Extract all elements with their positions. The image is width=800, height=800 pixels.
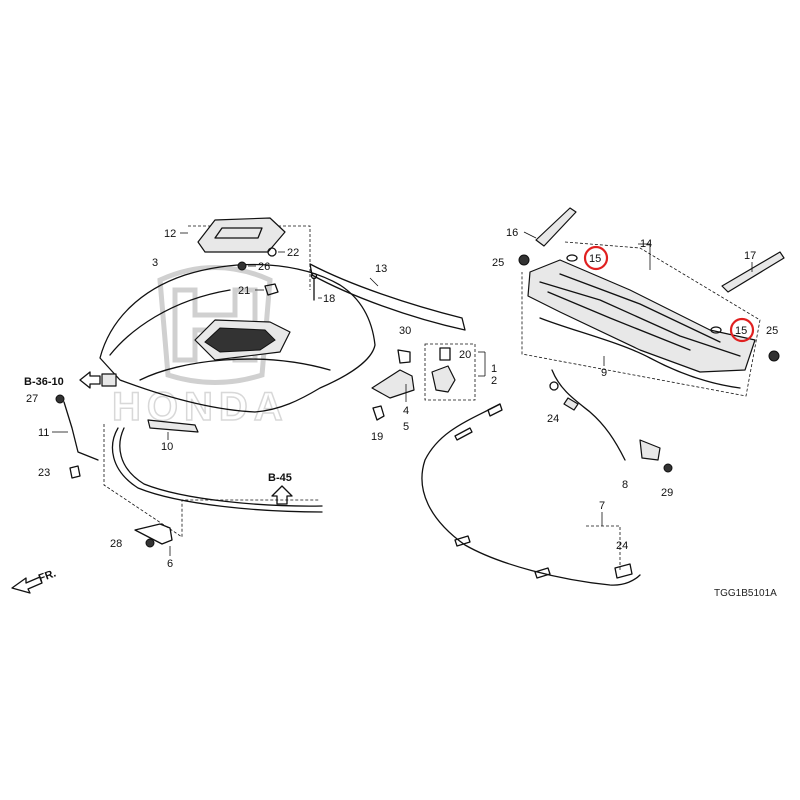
callout-21: 21 bbox=[238, 285, 250, 297]
callout-27: 27 bbox=[26, 393, 38, 405]
cowl-side-seal-16 bbox=[523, 207, 577, 247]
hood-seal-13 bbox=[309, 263, 466, 331]
clip-26-icon bbox=[237, 261, 247, 271]
bolt-20-icon bbox=[439, 347, 451, 361]
clip-25-right-icon bbox=[768, 350, 780, 362]
callout-17: 17 bbox=[744, 250, 756, 262]
callout-30: 30 bbox=[399, 325, 411, 337]
nut-29-icon bbox=[663, 463, 673, 473]
callout-12: 12 bbox=[164, 228, 176, 240]
callout-20: 20 bbox=[459, 349, 471, 361]
callout-28: 28 bbox=[110, 538, 122, 550]
hood-latch-group bbox=[371, 349, 415, 421]
front-direction-label: FR. bbox=[37, 567, 58, 584]
nut-21-icon bbox=[264, 283, 279, 296]
ref-label-b45: B-45 bbox=[268, 472, 292, 484]
callout-6: 6 bbox=[167, 558, 173, 570]
hood-support-rod-11 bbox=[52, 373, 117, 479]
callout-22: 22 bbox=[287, 247, 299, 259]
hood-latch-1-2 bbox=[424, 343, 486, 401]
callout-16: 16 bbox=[506, 227, 518, 239]
callout-24-upper: 24 bbox=[547, 413, 559, 425]
diagram-code: TGG1B5101A bbox=[714, 588, 777, 599]
honda-watermark-logo: HONDA bbox=[111, 265, 289, 430]
ref-arrow-b3610 bbox=[79, 371, 101, 389]
clip-23-icon bbox=[69, 465, 81, 479]
svg-text:HONDA: HONDA bbox=[112, 385, 289, 429]
callout-15-lower: 15 bbox=[735, 325, 747, 337]
callout-5: 5 bbox=[403, 421, 409, 433]
callout-19: 19 bbox=[371, 431, 383, 443]
hood-panel bbox=[99, 263, 376, 413]
clip-27-icon bbox=[55, 394, 65, 404]
hood-scoop-group bbox=[180, 217, 311, 296]
callout-3: 3 bbox=[152, 257, 158, 269]
callout-15-upper: 15 bbox=[589, 253, 601, 265]
highlight-15-lower bbox=[729, 317, 755, 343]
callout-23: 23 bbox=[38, 467, 50, 479]
callout-18: 18 bbox=[323, 293, 335, 305]
ref-label-b3610: B-36-10 bbox=[24, 376, 64, 388]
callout-29: 29 bbox=[661, 487, 673, 499]
callout-9: 9 bbox=[601, 367, 607, 379]
bolt-30-icon bbox=[397, 349, 411, 364]
hood-release-cable bbox=[421, 369, 673, 586]
cowl-side-seal-17 bbox=[721, 251, 785, 293]
callout-2: 2 bbox=[491, 375, 497, 387]
callout-25-right: 25 bbox=[766, 325, 778, 337]
callout-1: 1 bbox=[491, 363, 497, 375]
clip-24-upper-icon bbox=[549, 381, 559, 391]
bumper-19-icon bbox=[372, 405, 385, 421]
callout-8: 8 bbox=[622, 479, 628, 491]
callout-7: 7 bbox=[599, 500, 605, 512]
callout-10: 10 bbox=[161, 441, 173, 453]
hood-front-seal-group bbox=[103, 419, 323, 556]
ref-arrow-b45 bbox=[271, 485, 293, 505]
callout-25-left: 25 bbox=[492, 257, 504, 269]
bolt-28-icon bbox=[145, 538, 155, 548]
clip-25-left-icon bbox=[518, 254, 530, 266]
callout-11: 11 bbox=[38, 427, 49, 439]
callout-4: 4 bbox=[403, 405, 409, 417]
callout-13: 13 bbox=[375, 263, 387, 275]
highlight-15-upper bbox=[583, 245, 609, 271]
cowl-top-group bbox=[521, 241, 761, 397]
front-direction-arrow bbox=[11, 576, 43, 594]
stud-18 bbox=[310, 272, 322, 301]
grommet-icon bbox=[101, 373, 117, 387]
callout-26: 26 bbox=[258, 261, 270, 273]
callout-24-lower: 24 bbox=[616, 540, 628, 552]
clip-22-icon bbox=[267, 247, 277, 257]
callout-14: 14 bbox=[640, 238, 652, 250]
